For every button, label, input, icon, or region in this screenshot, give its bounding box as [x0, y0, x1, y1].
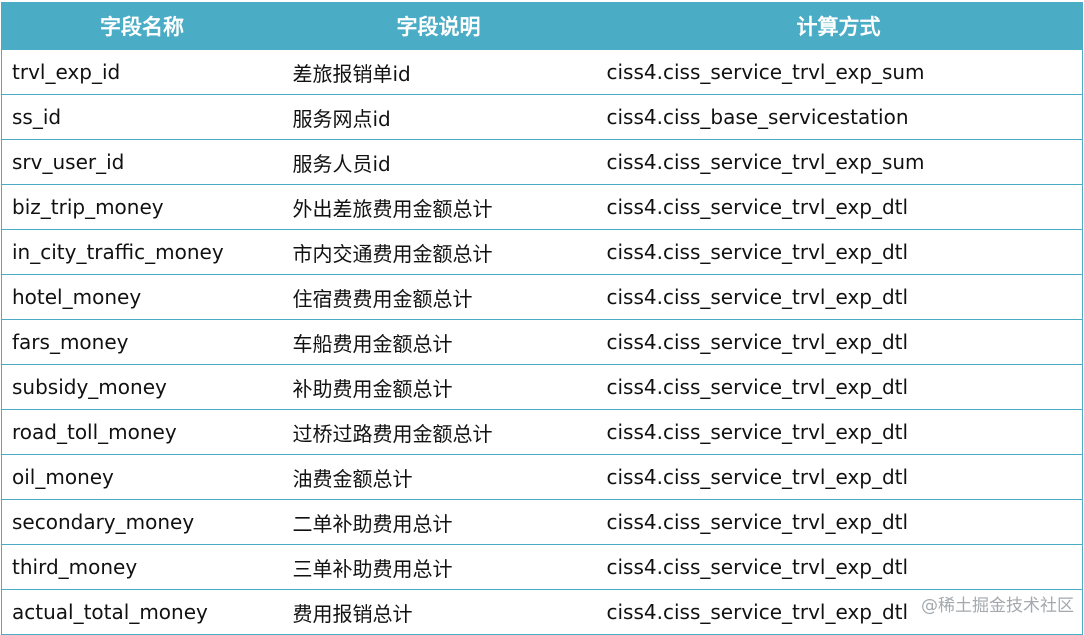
- cell-field-description: 车船费用金额总计: [282, 319, 595, 365]
- cell-field-name: srv_user_id: [1, 139, 283, 185]
- cell-field-name: third_money: [1, 544, 283, 590]
- cell-field-name: subsidy_money: [1, 364, 283, 410]
- cell-field-description: 补助费用金额总计: [282, 364, 595, 410]
- cell-field-description: 油费金额总计: [282, 454, 595, 500]
- cell-calculation-method: ciss4.ciss_service_trvl_exp_dtl: [594, 499, 1083, 545]
- cell-field-name: ss_id: [1, 94, 283, 140]
- cell-field-description: 差旅报销单id: [282, 49, 595, 95]
- table-row: secondary_money 二单补助费用总计 ciss4.ciss_serv…: [1, 499, 1083, 545]
- cell-calculation-method: ciss4.ciss_service_trvl_exp_dtl: [594, 184, 1083, 230]
- cell-field-name: biz_trip_money: [1, 184, 283, 230]
- cell-field-description: 服务人员id: [282, 139, 595, 185]
- cell-field-name: road_toll_money: [1, 409, 283, 455]
- table-header-row: 字段名称 字段说明 计算方式: [1, 2, 1083, 50]
- table-row: hotel_money 住宿费费用金额总计 ciss4.ciss_service…: [1, 274, 1083, 320]
- cell-field-name: oil_money: [1, 454, 283, 500]
- cell-calculation-method: ciss4.ciss_service_trvl_exp_dtl: [594, 274, 1083, 320]
- table-row: oil_money 油费金额总计 ciss4.ciss_service_trvl…: [1, 454, 1083, 500]
- cell-field-description: 三单补助费用总计: [282, 544, 595, 590]
- cell-field-name: fars_money: [1, 319, 283, 365]
- cell-field-description: 住宿费费用金额总计: [282, 274, 595, 320]
- cell-field-name: actual_total_money: [1, 589, 283, 635]
- cell-calculation-method: ciss4.ciss_service_trvl_exp_dtl: [594, 544, 1083, 590]
- cell-field-description: 过桥过路费用金额总计: [282, 409, 595, 455]
- header-field-name: 字段名称: [1, 2, 283, 50]
- table-row: road_toll_money 过桥过路费用金额总计 ciss4.ciss_se…: [1, 409, 1083, 455]
- header-calculation-method: 计算方式: [594, 2, 1083, 50]
- cell-field-name: hotel_money: [1, 274, 283, 320]
- cell-field-name: in_city_traffic_money: [1, 229, 283, 275]
- cell-field-name: trvl_exp_id: [1, 49, 283, 95]
- table-row: third_money 三单补助费用总计 ciss4.ciss_service_…: [1, 544, 1083, 590]
- cell-field-description: 服务网点id: [282, 94, 595, 140]
- cell-field-description: 费用报销总计: [282, 589, 595, 635]
- table-row: actual_total_money 费用报销总计 ciss4.ciss_ser…: [1, 589, 1083, 635]
- cell-field-name: secondary_money: [1, 499, 283, 545]
- table-row: in_city_traffic_money 市内交通费用金额总计 ciss4.c…: [1, 229, 1083, 275]
- table-row: ss_id 服务网点id ciss4.ciss_base_servicestat…: [1, 94, 1083, 140]
- cell-calculation-method: ciss4.ciss_base_servicestation: [594, 94, 1083, 140]
- cell-calculation-method: ciss4.ciss_service_trvl_exp_dtl: [594, 229, 1083, 275]
- cell-calculation-method: ciss4.ciss_service_trvl_exp_dtl: [594, 409, 1083, 455]
- cell-calculation-method: ciss4.ciss_service_trvl_exp_sum: [594, 139, 1083, 185]
- cell-calculation-method: ciss4.ciss_service_trvl_exp_dtl: [594, 589, 1083, 635]
- cell-calculation-method: ciss4.ciss_service_trvl_exp_dtl: [594, 454, 1083, 500]
- table-row: fars_money 车船费用金额总计 ciss4.ciss_service_t…: [1, 319, 1083, 365]
- cell-field-description: 二单补助费用总计: [282, 499, 595, 545]
- cell-field-description: 外出差旅费用金额总计: [282, 184, 595, 230]
- table-row: subsidy_money 补助费用金额总计 ciss4.ciss_servic…: [1, 364, 1083, 410]
- table-row: biz_trip_money 外出差旅费用金额总计 ciss4.ciss_ser…: [1, 184, 1083, 230]
- cell-calculation-method: ciss4.ciss_service_trvl_exp_dtl: [594, 364, 1083, 410]
- table-row: srv_user_id 服务人员id ciss4.ciss_service_tr…: [1, 139, 1083, 185]
- cell-calculation-method: ciss4.ciss_service_trvl_exp_dtl: [594, 319, 1083, 365]
- table-row: trvl_exp_id 差旅报销单id ciss4.ciss_service_t…: [1, 49, 1083, 95]
- cell-field-description: 市内交通费用金额总计: [282, 229, 595, 275]
- cell-calculation-method: ciss4.ciss_service_trvl_exp_sum: [594, 49, 1083, 95]
- header-field-description: 字段说明: [282, 2, 595, 50]
